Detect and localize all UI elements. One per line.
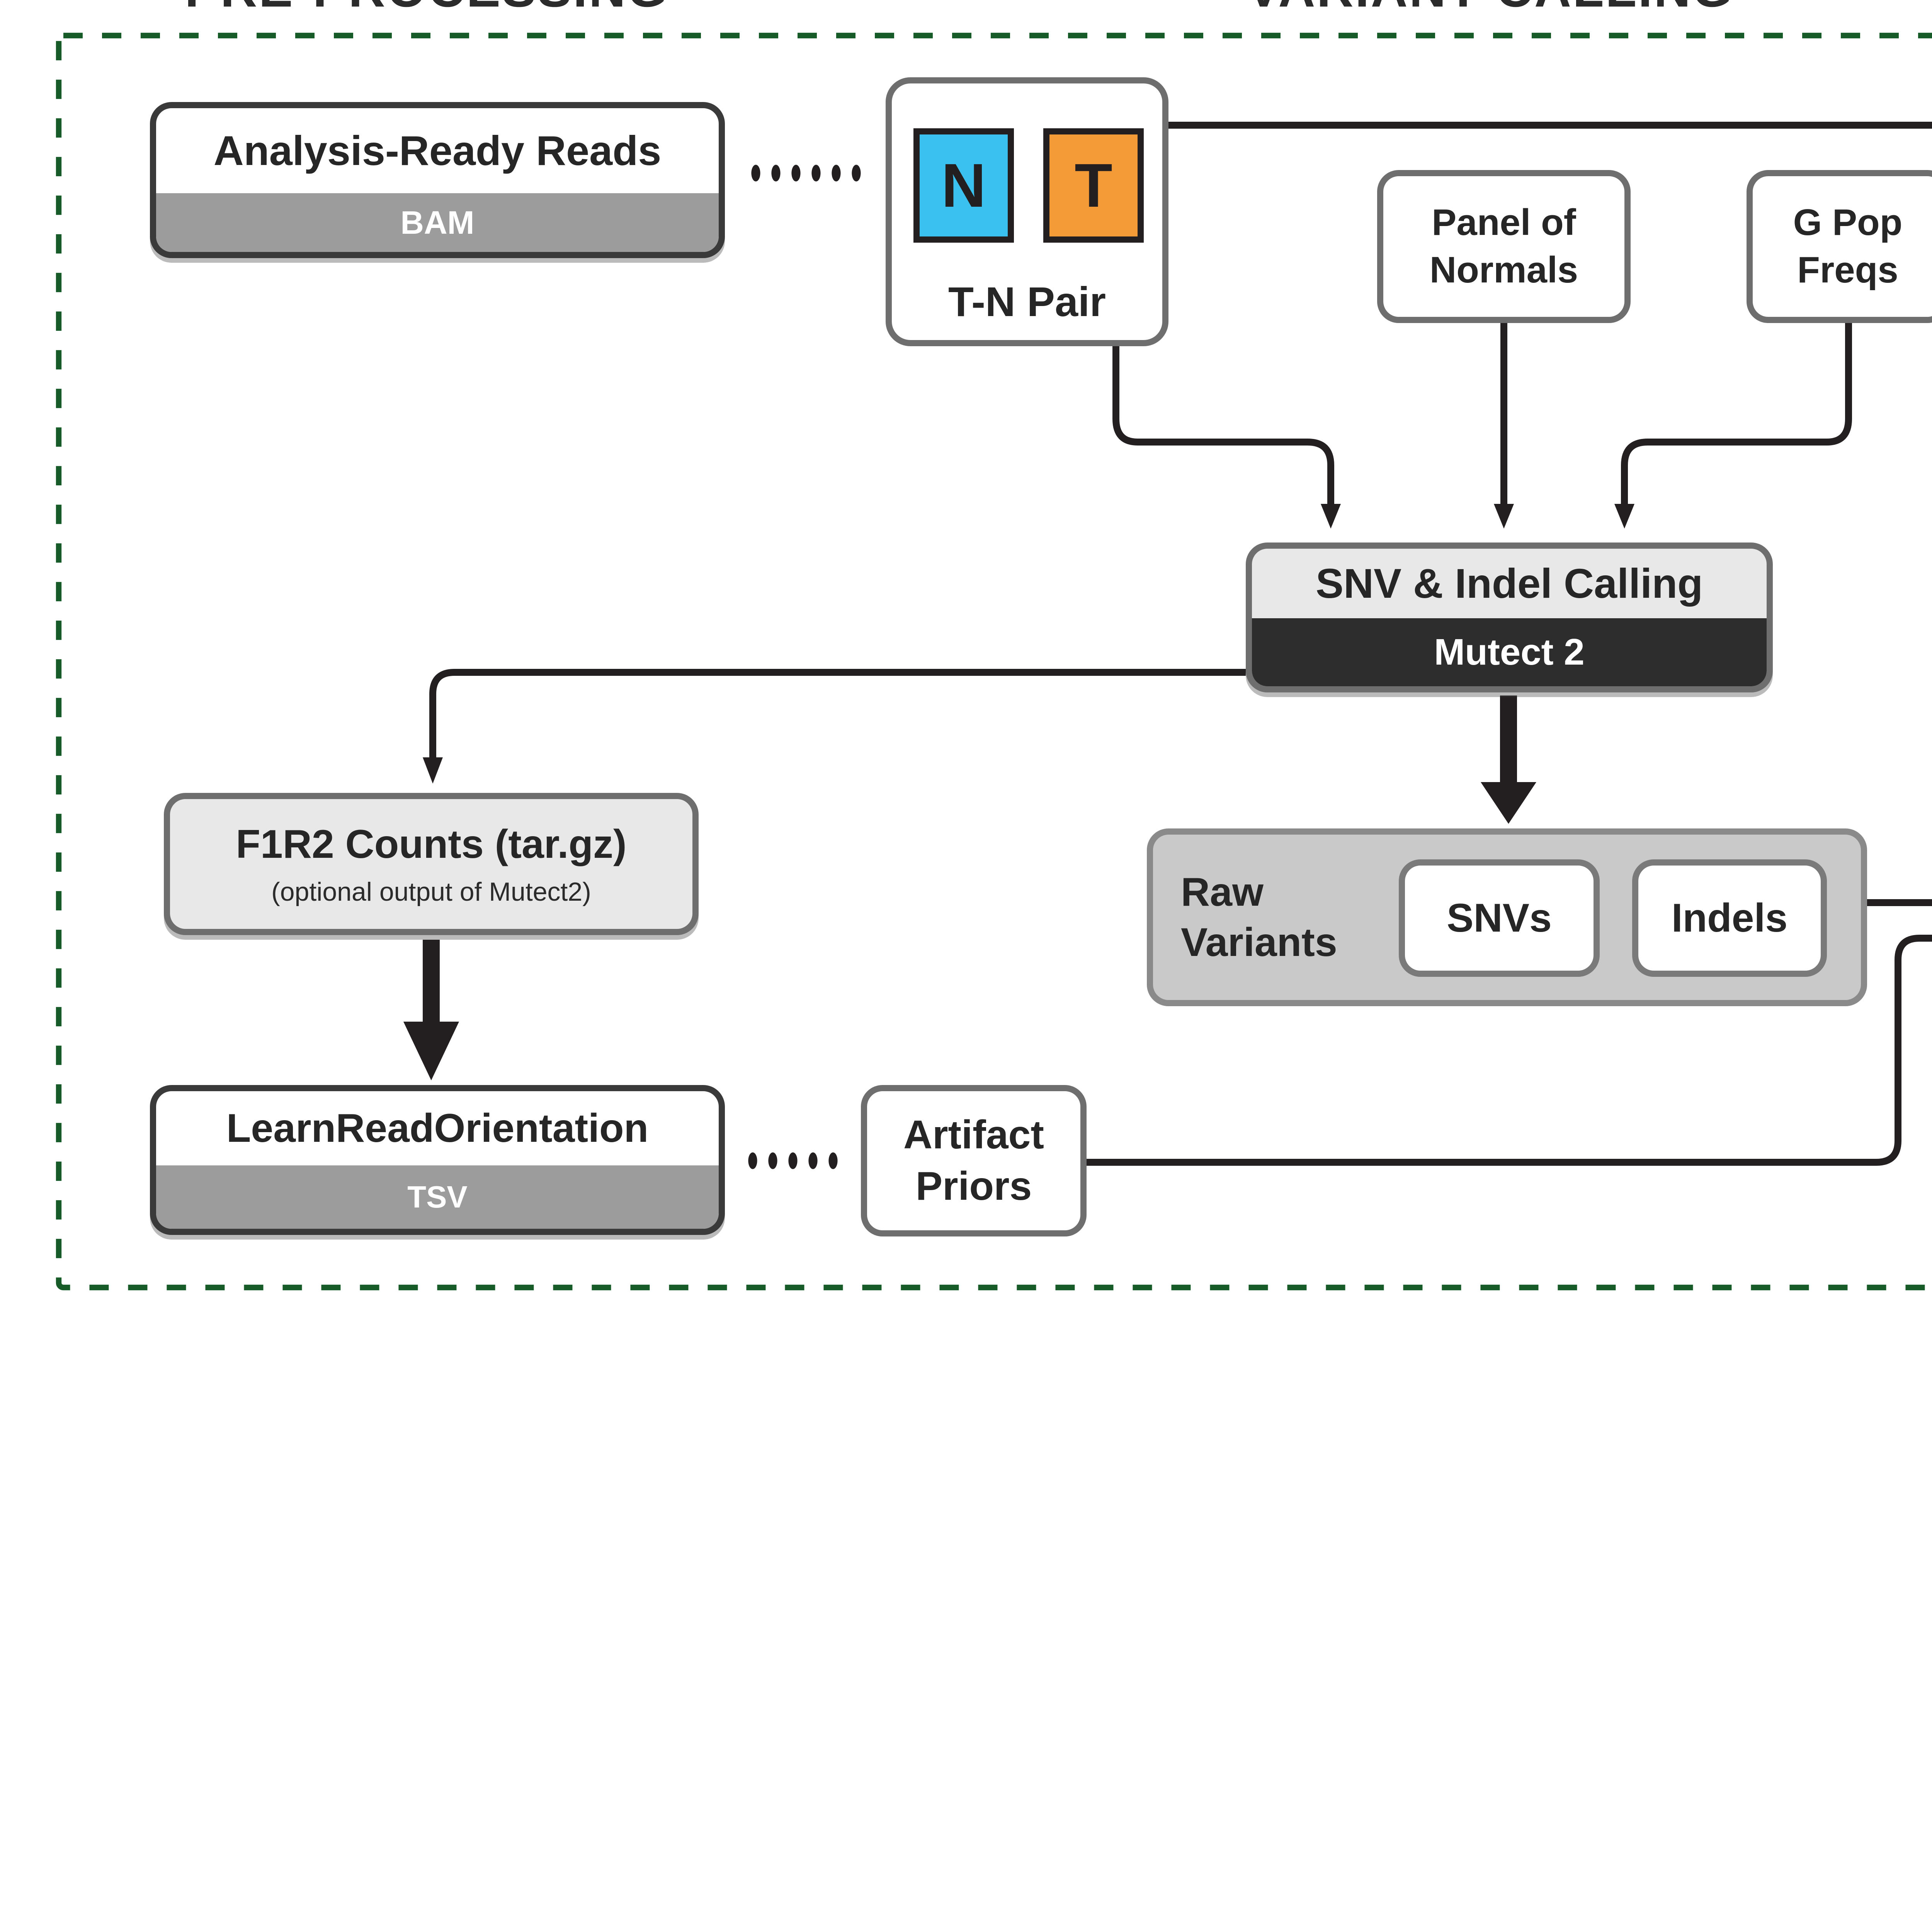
- tn-pair-label: T-N Pair: [948, 278, 1106, 325]
- g-pop-freqs-line1: G Pop: [1793, 202, 1903, 243]
- dotted-link-reads-to-tnpair: [751, 165, 861, 182]
- header-pre-processing: PRE-PROCESSING: [185, 0, 668, 18]
- node-raw-variants: Raw Variants SNVs Indels: [1147, 828, 1867, 1006]
- node-snv-indel-calling: SNV & Indel Calling Mutect 2: [1246, 543, 1773, 692]
- arrow-gpop-to-mutect2-line: [1621, 323, 1852, 504]
- arrowhead-pon-to-mutect2: [1494, 504, 1514, 529]
- arrowhead-gpop-to-mutect2: [1614, 504, 1634, 529]
- snv-indel-calling-title: SNV & Indel Calling: [1315, 560, 1703, 607]
- pipeline-boundary-dashed-border: [56, 32, 1932, 1291]
- raw-snvs-pill: SNVs: [1399, 859, 1600, 977]
- tsv-format-badge: TSV: [156, 1165, 719, 1229]
- panel-of-normals-line1: Panel of: [1432, 202, 1576, 243]
- node-f1r2-counts: F1R2 Counts (tar.gz) (optional output of…: [164, 793, 699, 935]
- block-arrow-f1r2-to-learnreadorientation: [403, 940, 459, 1080]
- learn-read-orientation-title: LearnReadOrientation: [226, 1105, 649, 1151]
- bam-format-badge: BAM: [156, 193, 719, 252]
- f1r2-counts-title: F1R2 Counts (tar.gz): [236, 821, 627, 867]
- raw-indels-pill: Indels: [1632, 859, 1827, 977]
- arrow-mutect2-to-f1r2-line: [429, 669, 1246, 757]
- node-tn-pair: N T T-N Pair: [886, 77, 1168, 346]
- normal-sample-icon: N: [913, 128, 1014, 243]
- node-panel-of-normals: Panel of Normals: [1377, 170, 1631, 323]
- g-pop-freqs-line2: Freqs: [1797, 249, 1898, 291]
- artifact-priors-line1: Artifact: [903, 1112, 1044, 1157]
- arrow-tnpair-to-mutect2-line: [1112, 346, 1334, 504]
- raw-variants-line1: Raw: [1181, 870, 1264, 915]
- panel-of-normals-line2: Normals: [1429, 249, 1578, 291]
- analysis-ready-reads-title: Analysis-Ready Reads: [213, 127, 662, 174]
- tumor-sample-icon: T: [1043, 128, 1144, 243]
- mutect2-tool-badge: Mutect 2: [1252, 618, 1767, 686]
- artifact-priors-line2: Priors: [915, 1164, 1032, 1209]
- header-variant-calling: VARIANT CALLING: [1247, 0, 1733, 18]
- arrowhead-tnpair-to-mutect2: [1321, 504, 1341, 529]
- node-artifact-priors: Artifact Priors: [861, 1085, 1087, 1236]
- dotted-link-lro-to-artifact: [748, 1152, 838, 1169]
- f1r2-counts-note: (optional output of Mutect2): [271, 877, 591, 906]
- node-learn-read-orientation: LearnReadOrientation TSV: [150, 1085, 725, 1235]
- arrowhead-mutect2-to-f1r2: [423, 757, 443, 784]
- node-analysis-ready-reads: Analysis-Ready Reads BAM: [150, 102, 725, 258]
- raw-variants-line2: Variants: [1181, 920, 1337, 965]
- node-g-pop-freqs: G Pop Freqs: [1747, 170, 1932, 323]
- arrow-artifact-to-filter-line: [1087, 935, 1932, 1166]
- block-arrow-mutect2-to-raw: [1481, 696, 1536, 824]
